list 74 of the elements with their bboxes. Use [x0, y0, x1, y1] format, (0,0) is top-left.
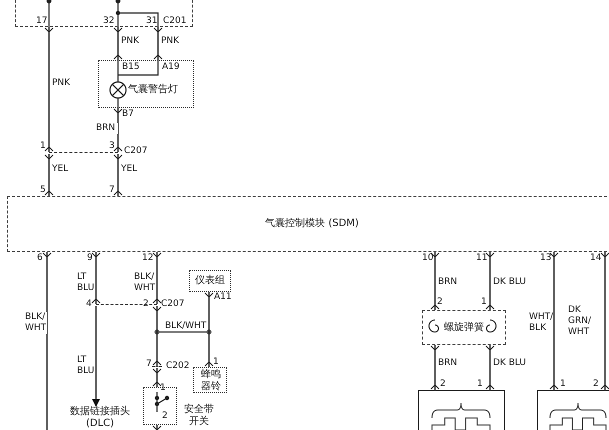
connector-dashed-line — [152, 366, 162, 367]
component-label: 蜂鸣器铃 — [200, 369, 222, 393]
pin-label: 4 — [86, 299, 92, 309]
module-box — [537, 390, 609, 430]
module-box — [418, 390, 505, 430]
pin-label: 13 — [540, 253, 552, 263]
wire — [600, 252, 609, 390]
pin-label: 31 — [146, 16, 158, 26]
wire-color-label: BRN — [96, 123, 118, 134]
pin-label: A11 — [214, 292, 232, 302]
wire — [114, 27, 122, 60]
wire — [204, 292, 214, 367]
connector-dashed-line — [49, 152, 118, 153]
pin-label: 5 — [40, 185, 46, 195]
pin-label: 12 — [142, 253, 154, 263]
pin-label: 14 — [590, 253, 602, 263]
wire-color-label: BLK/ WHT — [25, 312, 47, 334]
pin-label: 10 — [422, 253, 434, 263]
wire — [154, 27, 162, 60]
wire — [430, 252, 440, 310]
pin-label: A19 — [162, 62, 180, 72]
pin-label: 1 — [40, 141, 46, 151]
pin-label: 2 — [440, 379, 446, 389]
pin-label: B15 — [122, 62, 140, 72]
pin-label: 1 — [160, 383, 166, 393]
wire — [550, 252, 558, 390]
pin-label: 6 — [37, 253, 43, 263]
wire — [44, 154, 54, 196]
component-box — [7, 196, 609, 252]
component-label: 安全带开关 — [183, 404, 215, 428]
pin-label: 3 — [109, 141, 115, 151]
component-box — [193, 367, 227, 393]
component-label: 气囊警告灯 — [128, 85, 178, 95]
pin-label: 2 — [437, 297, 443, 307]
pin-label: 7 — [146, 359, 152, 369]
pin-label: C202 — [166, 361, 190, 371]
wire — [114, 154, 122, 196]
pin-label: 1 — [560, 379, 566, 389]
pin-label: 7 — [109, 185, 115, 195]
pin-label: 32 — [103, 16, 114, 26]
pin-label: 9 — [87, 253, 93, 263]
pin-label: C207 — [161, 299, 184, 309]
pin-label: C201 — [163, 16, 186, 26]
pin-label: BLK/WHT — [165, 321, 206, 331]
component-label: 螺旋弹簧 — [444, 323, 484, 333]
wire — [92, 306, 100, 407]
wire — [486, 252, 494, 310]
pin-label: 1 — [213, 357, 219, 367]
wire — [430, 345, 440, 390]
wire — [152, 306, 162, 366]
component-box — [189, 270, 231, 292]
module-box — [15, 0, 193, 27]
wire — [44, 27, 54, 152]
wire — [114, 108, 122, 152]
connector-dashed-line — [96, 304, 157, 305]
wire — [152, 425, 162, 430]
wire — [42, 252, 52, 430]
component-label: 数据链接插头(DLC) — [70, 406, 130, 430]
wire — [486, 345, 494, 390]
component-label: 仪表组 — [195, 275, 225, 287]
pin-label: 1 — [477, 379, 483, 389]
component-label: 气囊控制模块 (SDM) — [265, 219, 359, 229]
pin-label: 11 — [476, 253, 488, 263]
pin-label: 17 — [36, 16, 48, 26]
pin-label: 2 — [162, 411, 168, 421]
pin-label: C207 — [124, 146, 148, 156]
pin-label: 2 — [593, 379, 599, 389]
component-box — [98, 60, 194, 108]
wire — [92, 252, 100, 304]
pin-label: B7 — [122, 109, 134, 119]
wire — [152, 252, 162, 304]
pin-label: 1 — [481, 297, 487, 307]
component-box — [422, 310, 506, 345]
wire — [152, 368, 162, 387]
